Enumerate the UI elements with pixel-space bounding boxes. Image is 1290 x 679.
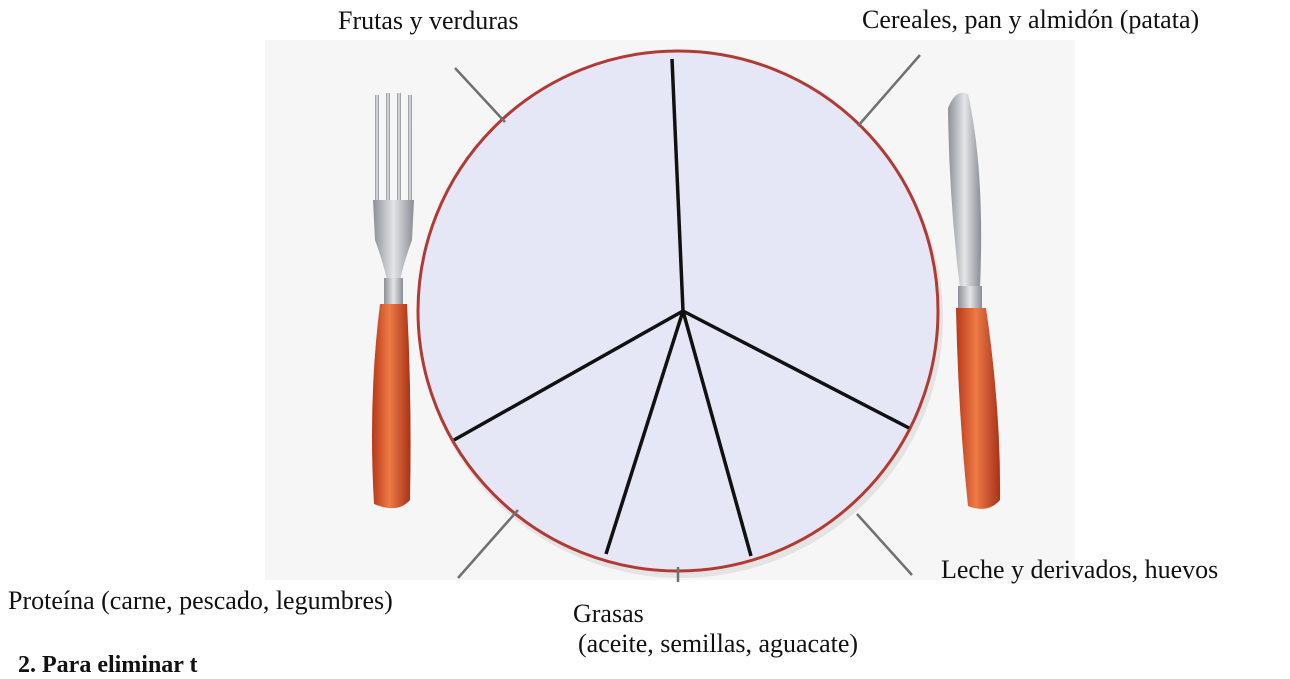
footer-heading-partial: 2. Para eliminar t [18,652,198,678]
leader-frutas [454,67,506,123]
leader-cereales [857,54,921,127]
plate-dividers [453,58,910,557]
label-cereales: Cereales, pan y almidón (patata) [862,5,1200,34]
divider-left [453,309,684,442]
knife-icon [948,92,1001,509]
plate [416,49,940,573]
leader-leche [856,513,913,576]
divider-top [670,58,685,312]
fork-icon [372,93,414,509]
label-proteina: Proteína (carne, pescado, legumbres) [8,586,393,615]
divider-bottom-left [604,310,685,555]
leader-lines [454,54,921,582]
divider-bottom-right [681,310,753,557]
label-frutas-verduras: Frutas y verduras [338,6,519,35]
divider-right [682,309,910,430]
label-grasas: Grasas [573,599,644,628]
label-leche: Leche y derivados, huevos [941,555,1219,584]
leader-proteina [457,509,519,579]
label-grasas-detail: (aceite, semillas, aguacate) [578,629,859,658]
